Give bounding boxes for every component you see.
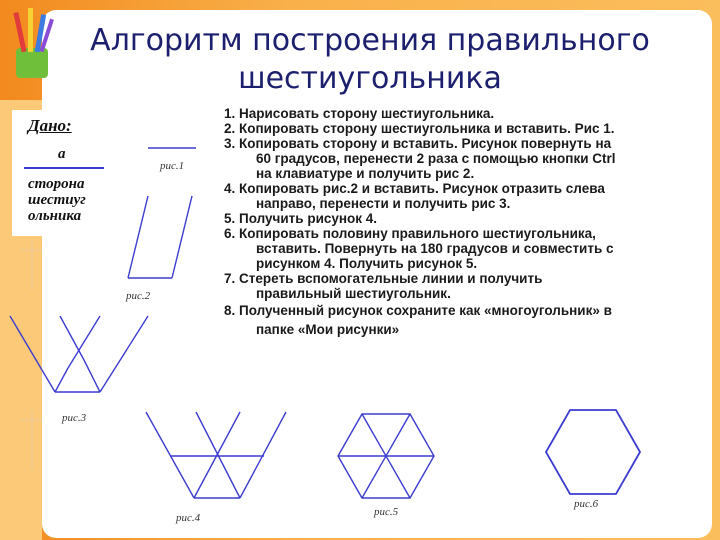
fig1-caption: рис.1: [160, 160, 185, 172]
step-4: 4. Копировать рис.2 и вставить. Рисунок …: [224, 181, 704, 211]
step-text: 6. Копировать половину правильного шести…: [224, 226, 596, 241]
fig3-shape: [9, 315, 149, 393]
step-text: 4. Копировать рис.2 и вставить. Рисунок …: [224, 181, 605, 196]
step-7: 7. Стереть вспомогательные линии и получ…: [224, 271, 704, 301]
fig2-caption: рис.2: [126, 290, 151, 302]
step-3: 3. Копировать сторону и вставить. Рисуно…: [224, 136, 704, 181]
step-text: 2. Копировать сторону шестиугольника и в…: [224, 121, 615, 136]
step-text-cont: папке «Мои рисунки»: [256, 322, 400, 337]
step-text: 7. Стереть вспомогательные линии и получ…: [224, 271, 543, 286]
step-text-cont: на клавиатуре и получить рис 2.: [256, 166, 475, 181]
pencil-cup-icon: [13, 8, 54, 78]
page-title: Алгоритм построения правильного шестиуго…: [90, 22, 650, 98]
step-8: 8. Полученный рисунок сохраните как «мно…: [224, 301, 704, 339]
step-text-cont: направо, перенести и получить рис 3.: [256, 196, 511, 211]
given-label: Дано:: [28, 116, 72, 135]
given-description: сторона шестиуг ольника: [28, 176, 86, 224]
step-text-cont: правильный шестиугольник.: [256, 286, 451, 301]
given-box: Дано: а сторона шестиуг ольника: [12, 110, 106, 236]
step-text: 8. Полученный рисунок сохраните как «мно…: [224, 303, 612, 318]
step-text: 1. Нарисовать сторону шестиугольника.: [224, 106, 495, 121]
fig6-shape: [544, 409, 642, 495]
fig3-caption: рис.3: [62, 412, 87, 424]
fig2-shape: [127, 195, 193, 279]
slide-panel: [42, 10, 712, 538]
given-variable: а: [58, 146, 66, 162]
step-text-cont: вставить. Повернуть на 180 градусов и со…: [256, 241, 614, 256]
fig6-caption: рис.6: [574, 498, 599, 510]
step-text: 3. Копировать сторону и вставить. Рисуно…: [224, 136, 612, 151]
step-1: 1. Нарисовать сторону шестиугольника.: [224, 106, 704, 121]
step-text-cont: 60 градусов, перенести 2 раза с помощью …: [256, 151, 616, 166]
step-text-cont: рисунком 4. Получить рисунок 5.: [256, 256, 478, 271]
title-line-1: Алгоритм построения правильного: [90, 23, 650, 58]
step-text: 5. Получить рисунок 4.: [224, 211, 378, 226]
given-segment: [24, 167, 104, 169]
title-line-2: шестиугольника: [238, 61, 502, 96]
fig4-caption: рис.4: [176, 512, 201, 524]
steps-list: 1. Нарисовать сторону шестиугольника. 2.…: [224, 106, 704, 339]
step-6: 6. Копировать половину правильного шести…: [224, 226, 704, 271]
fig5-caption: рис.5: [374, 506, 399, 518]
step-5: 5. Получить рисунок 4.: [224, 211, 704, 226]
fig5-shape: [337, 413, 435, 499]
fig4-shape: [145, 411, 287, 499]
step-2: 2. Копировать сторону шестиугольника и в…: [224, 121, 704, 136]
